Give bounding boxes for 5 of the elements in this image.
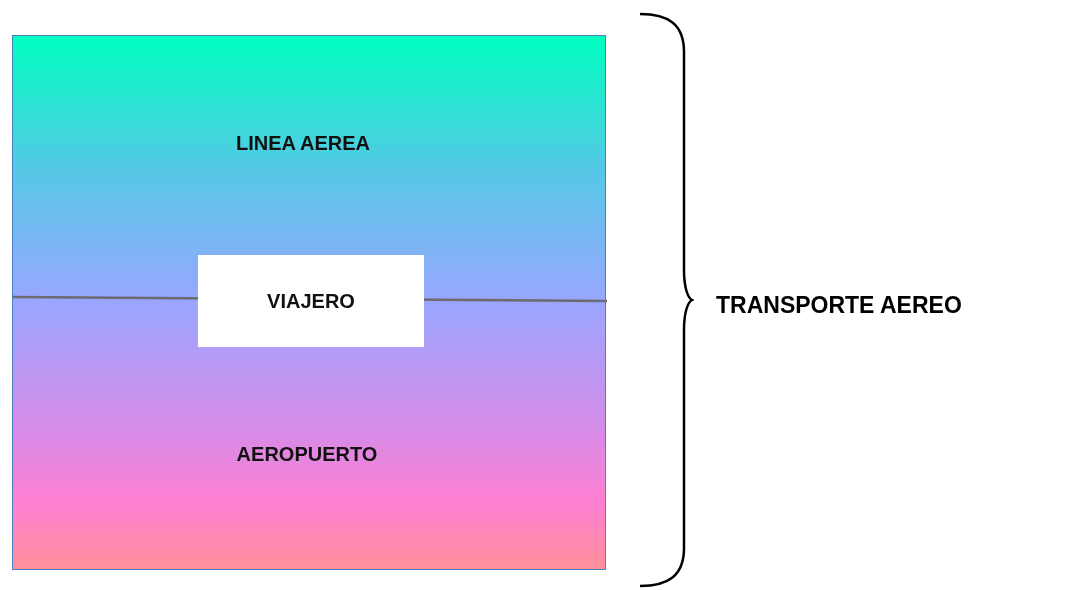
- gradient-panel: [12, 35, 606, 570]
- process-box: VIAJERO: [198, 255, 424, 347]
- group-label: TRANSPORTE AEREO: [716, 291, 962, 320]
- band-label: LINEA AEREA: [234, 131, 372, 156]
- band-label: AEROPUERTO: [235, 442, 379, 467]
